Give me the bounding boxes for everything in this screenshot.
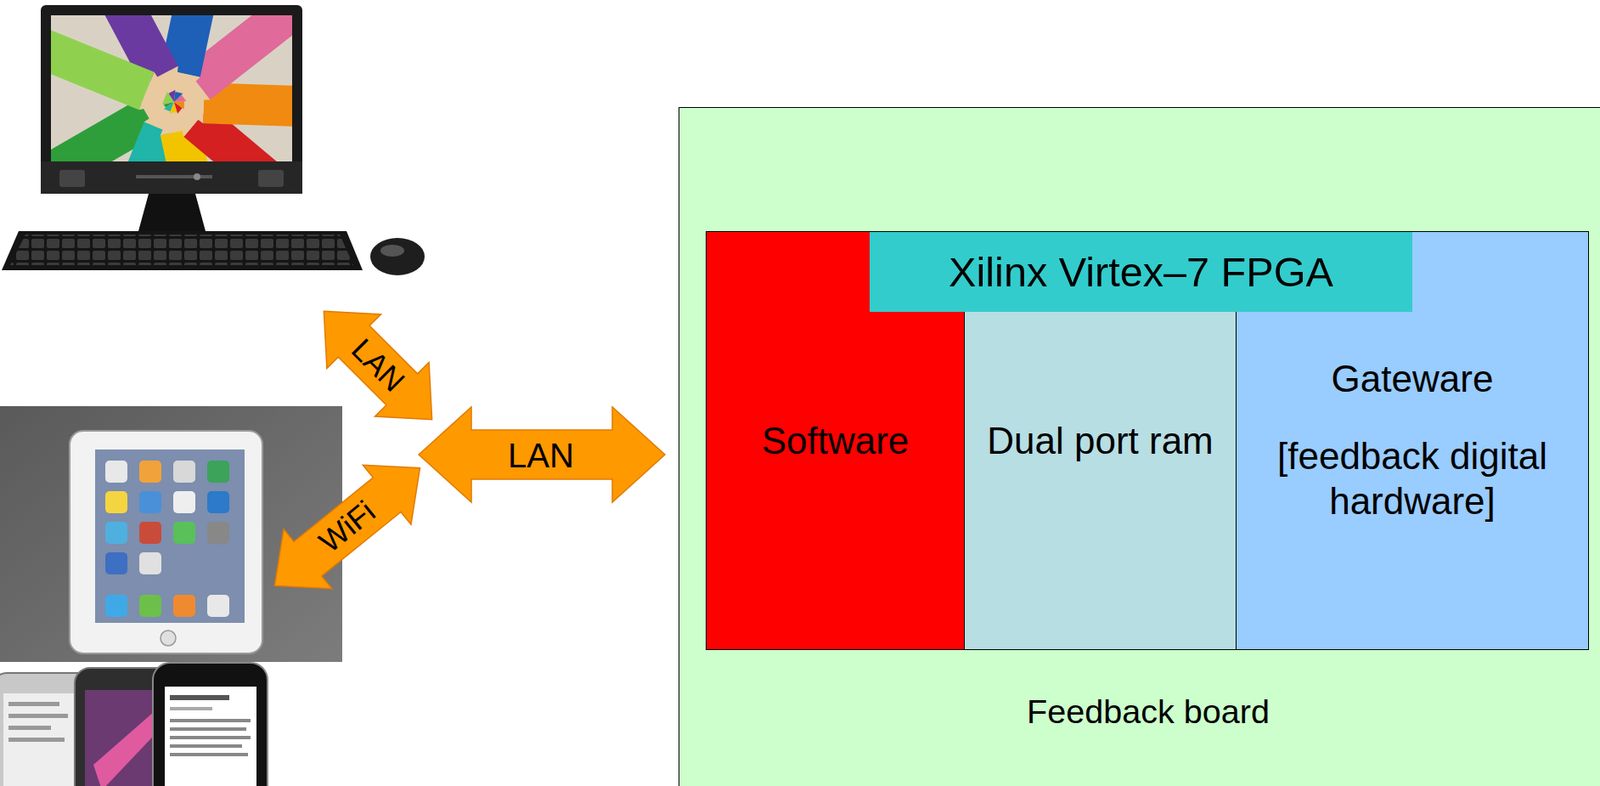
block-label: Dual port ram [986,419,1214,462]
phones-photo-part [8,701,60,706]
app-icons-part [173,490,196,513]
desktop-computer-part [10,234,354,265]
desktop-computer [1,0,425,276]
app-icons-part [207,490,230,513]
desktop-computer-part [59,169,85,187]
lan-arrow [418,406,665,502]
tablet-photo-part [0,405,343,662]
screen-picture-part-part [50,19,155,110]
phones-photo-part [169,726,247,731]
phones-photo [0,662,268,786]
tablet-photo-part [160,630,176,646]
desktop-computer-part [370,237,425,276]
tablet-photo-part [69,430,263,654]
app-icons-part [105,594,128,617]
app-icons-part [139,460,162,483]
phones-photo-part [169,718,251,722]
app-icons-part [207,594,230,617]
link-label: LAN [346,333,411,398]
app-icons-part [105,490,128,513]
wifi-arrow [250,438,445,615]
phones-photo-part [169,694,230,700]
screen-picture-part-part [139,72,182,122]
app-icons [105,460,230,617]
block-label: Software [761,419,910,462]
desktop-computer-part [193,173,201,181]
app-icons-part [173,521,196,544]
phones-photo-part [3,692,82,786]
app-icons-part [139,594,162,617]
desktop-computer-part [40,161,303,194]
phones-photo-part [152,662,268,786]
screen-picture-part [50,19,182,121]
chip-title: Xilinx Virtex–7 FPGA [869,231,1413,312]
link-label: LAN [507,438,575,473]
phones-photo-part [8,725,51,730]
block-label: Gateware [1331,357,1494,400]
screen-picture-part-part [162,91,177,108]
phones-photo-part [169,706,213,710]
app-icons-part [207,521,230,544]
desktop-computer-part [138,193,206,231]
link-label: WiFi [314,495,382,558]
app-icons-part [173,460,196,483]
app-icons-part [139,552,162,575]
desktop-computer-part [258,169,284,187]
desktop-computer-part [1,230,363,271]
phones-photo-part [164,686,257,786]
screen-picture [50,15,293,162]
phones-photo-part [8,737,65,742]
board-title: Feedback board [679,692,1600,731]
app-icons-part [207,460,230,483]
app-icons-part [105,460,128,483]
desktop-computer-part [380,244,405,257]
app-icons-part [139,490,162,513]
tablet-photo [0,405,343,662]
block-description: [feedback digital hardware] [1250,433,1574,524]
phones-photo-part [169,735,251,739]
app-icons-part [105,552,128,575]
desktop-computer-part [135,174,213,179]
phones-photo-part [169,752,248,756]
app-icons-part [139,521,162,544]
tablet-photo-part [95,449,245,623]
app-icons-part [173,594,196,617]
network-arrows [250,284,665,616]
phones-photo-part [169,743,243,748]
fpga-chip: Xilinx Virtex–7 FPGA Software Dual port ra… [705,230,1589,650]
lan-arrow [297,284,460,447]
feedback-board: Feedback board Xilinx Virtex–7 FPGA Softwa… [678,107,1600,786]
phones-photo-part [8,713,68,718]
app-icons-part [105,521,128,544]
